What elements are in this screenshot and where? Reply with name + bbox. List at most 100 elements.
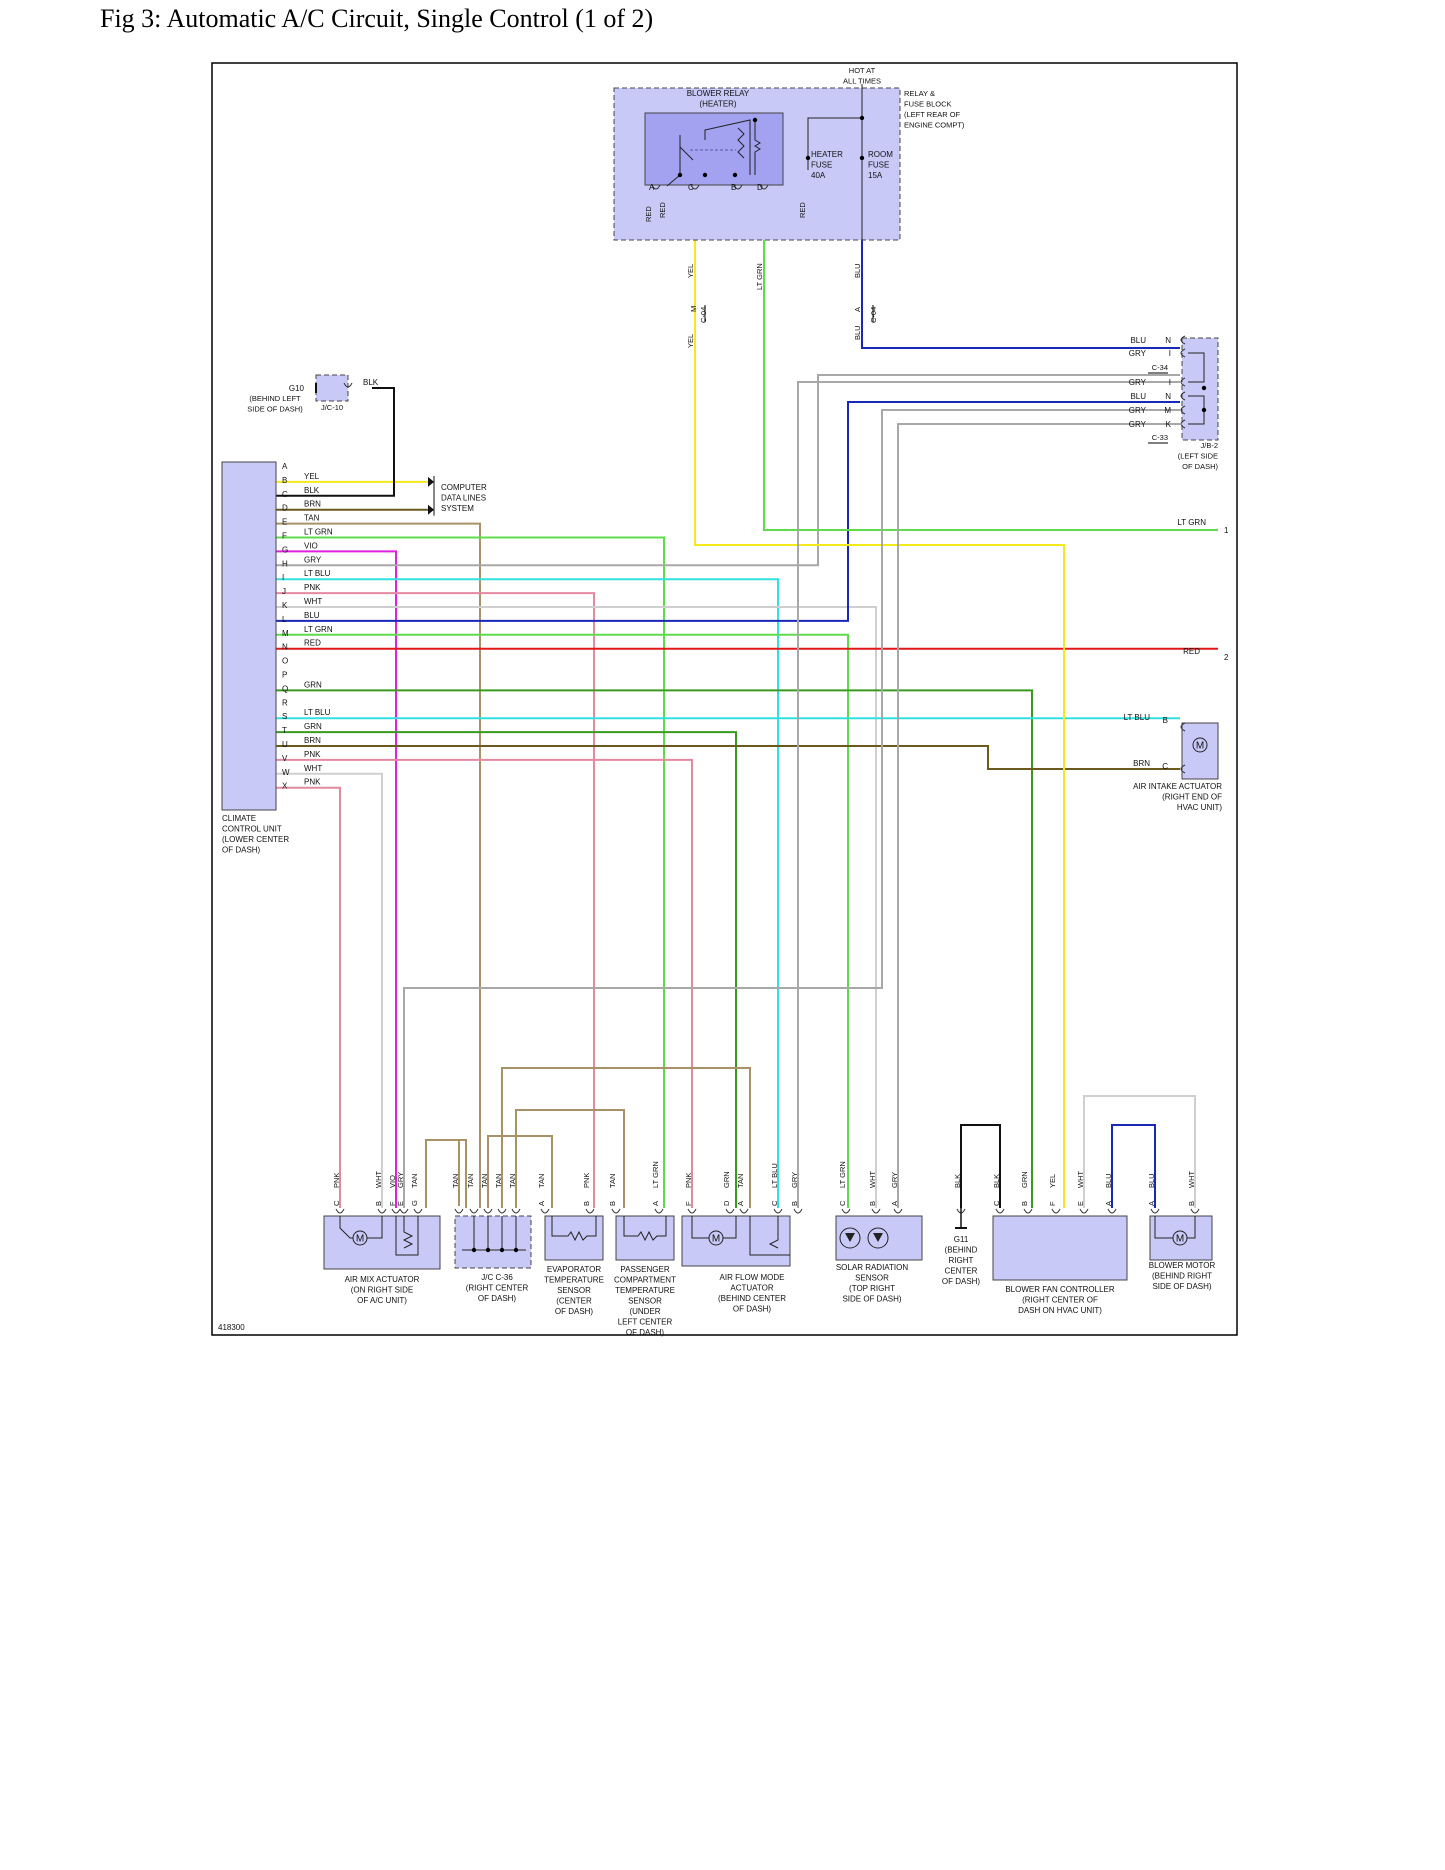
jb2-label: OF DASH) <box>1182 462 1218 471</box>
motor-letter: M <box>1176 1234 1184 1245</box>
bottom-connector <box>399 1208 409 1214</box>
jc36-node <box>499 1247 505 1253</box>
climate-control-unit <box>221 461 277 811</box>
wire-ltgrn-relay-d <box>763 192 1218 531</box>
g10-desc: SIDE OF DASH) <box>247 405 303 414</box>
air-flow-label: (BEHIND CENTER <box>718 1294 786 1303</box>
heater-fuse-line <box>807 117 862 170</box>
ccu-pin-letter: O <box>282 657 288 666</box>
bottom-connector <box>391 1208 401 1214</box>
jb2-pin-letter: K <box>1166 420 1172 429</box>
bottom-connector <box>335 1208 345 1214</box>
bottom-connector <box>871 1208 881 1214</box>
bottom-wire-color: WHT <box>868 1171 877 1188</box>
air-intake-label: AIR INTAKE ACTUATOR <box>1133 782 1222 791</box>
evaporator-label: SENSOR <box>557 1286 591 1295</box>
jb2-pin-letter: I <box>1169 349 1171 358</box>
blu-wire-label: BLU <box>853 263 862 278</box>
wire-ccu-g-vio <box>276 550 397 1208</box>
bottom-wire-color: GRY <box>790 1172 799 1188</box>
passenger-label: TEMPERATURE <box>615 1286 675 1295</box>
fuse-node <box>859 155 865 161</box>
bottom-connector <box>995 1208 1005 1214</box>
relay-block-label: FUSE BLOCK <box>904 100 952 109</box>
air-mix-label: AIR MIX ACTUATOR <box>345 1275 420 1284</box>
jb2-node <box>1201 385 1207 391</box>
photodiode-arrow <box>873 1233 883 1242</box>
bottom-connector <box>739 1208 749 1214</box>
hot-at-all-times-label: ALL TIMES <box>843 77 881 86</box>
jc36-label: (RIGHT CENTER <box>466 1284 529 1293</box>
bottom-pin-letter: C <box>332 1200 341 1206</box>
bottom-wire-color: BLU <box>1147 1173 1156 1188</box>
relay-block-label: ENGINE COMPT) <box>904 121 965 130</box>
intake-pin-b: B <box>1163 716 1168 725</box>
photodiode-arrow <box>845 1233 855 1242</box>
relay-pin-label: C <box>688 183 694 192</box>
g11-label: OF DASH) <box>942 1277 981 1286</box>
relay-node <box>732 172 738 178</box>
bottom-connector <box>1023 1208 1033 1214</box>
heater-fuse-label: HEATER <box>811 150 843 159</box>
jb2-wire-color: BLU <box>1130 392 1146 401</box>
jc36-node <box>471 1247 477 1253</box>
red-wire-label: RED <box>658 202 667 218</box>
ccu-pin-letter: L <box>282 615 287 624</box>
air-flow-label: ACTUATOR <box>730 1284 773 1293</box>
ccu-pin-color: WHT <box>304 764 322 773</box>
wire-gry-jb-k <box>897 423 1180 1208</box>
bottom-wire-color: PNK <box>582 1173 591 1188</box>
connector-pin <box>1180 764 1186 774</box>
connector-pin <box>690 184 700 190</box>
blu-wire-label: BLU <box>853 325 862 340</box>
jc10-label: J/C-10 <box>321 403 343 412</box>
jb2-pin-letter: M <box>1164 406 1171 415</box>
bottom-wire-color: BLU <box>1104 1173 1113 1188</box>
ccu-pin-letter: K <box>282 601 288 610</box>
wire-ccu-l-blu <box>276 401 1180 622</box>
air-mix-lead <box>367 1216 383 1239</box>
relay-pin-label: A <box>649 183 655 192</box>
evaporator-label: (CENTER <box>556 1297 592 1306</box>
bottom-wire-color: GRN <box>1020 1171 1029 1188</box>
ccu-pin-color: BRN <box>304 736 321 745</box>
bottom-pin-letter: A <box>1147 1201 1156 1206</box>
bottom-pin-letter: A <box>890 1201 899 1206</box>
air-intake-actuator <box>1181 722 1219 780</box>
ccu-pin-letter: I <box>282 573 284 582</box>
jc36-label: J/C C-36 <box>481 1273 513 1282</box>
passenger-sensor <box>615 1215 675 1261</box>
solar-label: SOLAR RADIATION <box>836 1263 909 1272</box>
bottom-connector <box>611 1208 621 1214</box>
passenger-label: PASSENGER <box>620 1265 669 1274</box>
bottom-connector <box>377 1208 387 1214</box>
jb2-pin-letter: N <box>1165 392 1171 401</box>
jb2-connector <box>1180 391 1186 401</box>
relay-block-label: (LEFT REAR OF <box>904 110 961 119</box>
jb2-connector <box>1180 377 1186 387</box>
bottom-wire-color: TAN <box>736 1174 745 1188</box>
wires-layer <box>276 170 1218 1208</box>
figure-id: 418300 <box>218 1323 245 1332</box>
bottom-connector <box>540 1208 550 1214</box>
bottom-wire-color: YEL <box>1048 1174 1057 1188</box>
ccu-pin-letter: E <box>282 518 287 527</box>
bottom-pin-letter: F <box>684 1201 693 1206</box>
blower-relay-label: BLOWER RELAY <box>687 89 750 98</box>
room-fuse-label: 15A <box>868 171 883 180</box>
bottom-pin-letter: A <box>651 1201 660 1206</box>
bottom-wire-color: LT BLU <box>770 1163 779 1188</box>
air-flow-wiper <box>768 1216 779 1249</box>
blower-motor-lead <box>1154 1216 1173 1239</box>
bottom-wire-color: BLK <box>953 1174 962 1188</box>
jb2-wire-color: GRY <box>1129 349 1147 358</box>
bottom-wire-color: PNK <box>684 1173 693 1188</box>
bottom-pin-letter: A <box>1104 1201 1113 1206</box>
air-flow-lead <box>691 1216 709 1239</box>
ccu-pin-color: BLU <box>304 611 320 620</box>
ccu-pin-color: WHT <box>304 597 322 606</box>
connector-pin <box>343 382 353 388</box>
jb2-label: J/B-2 <box>1200 441 1218 450</box>
bottom-wire-color: WHT <box>1076 1171 1085 1188</box>
